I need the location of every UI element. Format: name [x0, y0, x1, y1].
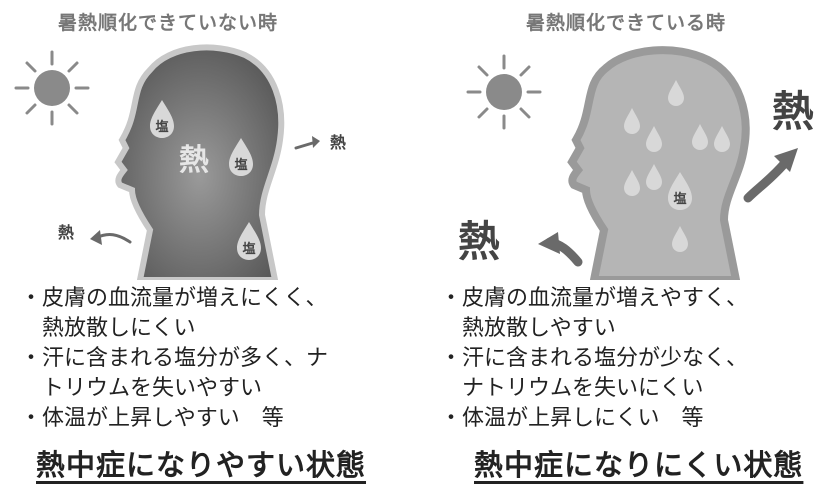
conclusion-text: 熱中症になりにくい状態 [474, 448, 804, 482]
bullet-line: ナトリウムを失いにくい [462, 376, 704, 401]
bullet-mark: ・ [440, 346, 463, 371]
bullet-item: ・ 体温が上昇しやすい 等 [20, 404, 412, 434]
sweat-drop-icon: 塩 [150, 100, 174, 138]
heat-label-right: 熱 [772, 87, 814, 136]
heat-arrow-icon [294, 136, 320, 150]
bullet-mark: ・ [440, 406, 463, 431]
sun-icon [14, 50, 90, 126]
bullet-line: 皮膚の血流量が増えやすく、 [462, 286, 749, 311]
conclusion-text: 熱中症になりやすい状態 [36, 448, 367, 482]
salt-label: 塩 [155, 119, 168, 135]
head-silhouette [567, 46, 750, 280]
sweat-drop-icon: 塩 [668, 172, 692, 210]
heat-label-left: 熱 [458, 217, 500, 266]
bullet-line: 体温が上昇しにくい 等 [462, 406, 704, 431]
panel-acclimatized: 暑熱順化できている時 [418, 0, 836, 482]
bullet-list: ・ 皮膚の血流量が増えやすく、 熱放散しやすい ・ 汗に含まれる塩分が少なく、 … [440, 284, 832, 434]
panel-not-acclimatized: 暑熱順化できていない時 塩 [0, 0, 418, 482]
heat-arrow-icon [743, 148, 798, 203]
heat-label-right: 熱 [330, 133, 346, 152]
bullet-item: ・ 汗に含まれる塩分が少なく、 ナトリウムを失いにくい [440, 344, 832, 404]
bullet-line: 熱放散しやすい [462, 316, 616, 341]
bullet-item: ・ 皮膚の血流量が増えにくく、 熱放散しにくい [20, 284, 412, 344]
bullet-mark: ・ [440, 286, 463, 311]
panel-title: 暑熱順化できている時 [526, 12, 727, 34]
bullet-line: 皮膚の血流量が増えにくく、 [42, 286, 328, 311]
heat-arrow-icon [538, 232, 583, 267]
bullet-mark: ・ [20, 286, 43, 311]
bullet-mark: ・ [20, 406, 43, 431]
bullet-line: 体温が上昇しやすい 等 [42, 406, 284, 431]
bullet-line: トリウムを失いやすい [42, 376, 263, 401]
sweat-drop-icon: 塩 [229, 138, 253, 176]
salt-label: 塩 [673, 191, 686, 207]
sun-icon [466, 54, 542, 130]
bullet-item: ・ 汗に含まれる塩分が多く、ナ トリウムを失いやすい [20, 344, 412, 404]
sweat-drop-icon [624, 80, 730, 252]
bullet-line: 汗に含まれる塩分が少なく、 [462, 346, 749, 371]
bullet-line: 熱放散しにくい [42, 316, 196, 341]
head-illustration: 塩 熱 熱 [458, 46, 814, 280]
heat-label-left: 熱 [58, 223, 74, 242]
panel-title: 暑熱順化できていない時 [58, 12, 279, 34]
bullet-item: ・ 体温が上昇しにくい 等 [440, 404, 832, 434]
bullet-item: ・ 皮膚の血流量が増えやすく、 熱放散しやすい [440, 284, 832, 344]
bullet-list: ・ 皮膚の血流量が増えにくく、 熱放散しにくい ・ 汗に含まれる塩分が多く、ナ … [20, 284, 412, 434]
bullet-line: 汗に含まれる塩分が多く、ナ [42, 346, 329, 371]
heat-arrow-icon [90, 230, 132, 245]
head-illustration: 塩 塩 塩 熱 熱 熱 [14, 44, 346, 280]
salt-label: 塩 [234, 157, 247, 173]
heat-label-inside: 熱 [179, 143, 209, 178]
sweat-drop-icon: 塩 [237, 222, 261, 260]
salt-label: 塩 [242, 241, 255, 257]
bullet-mark: ・ [20, 346, 43, 371]
